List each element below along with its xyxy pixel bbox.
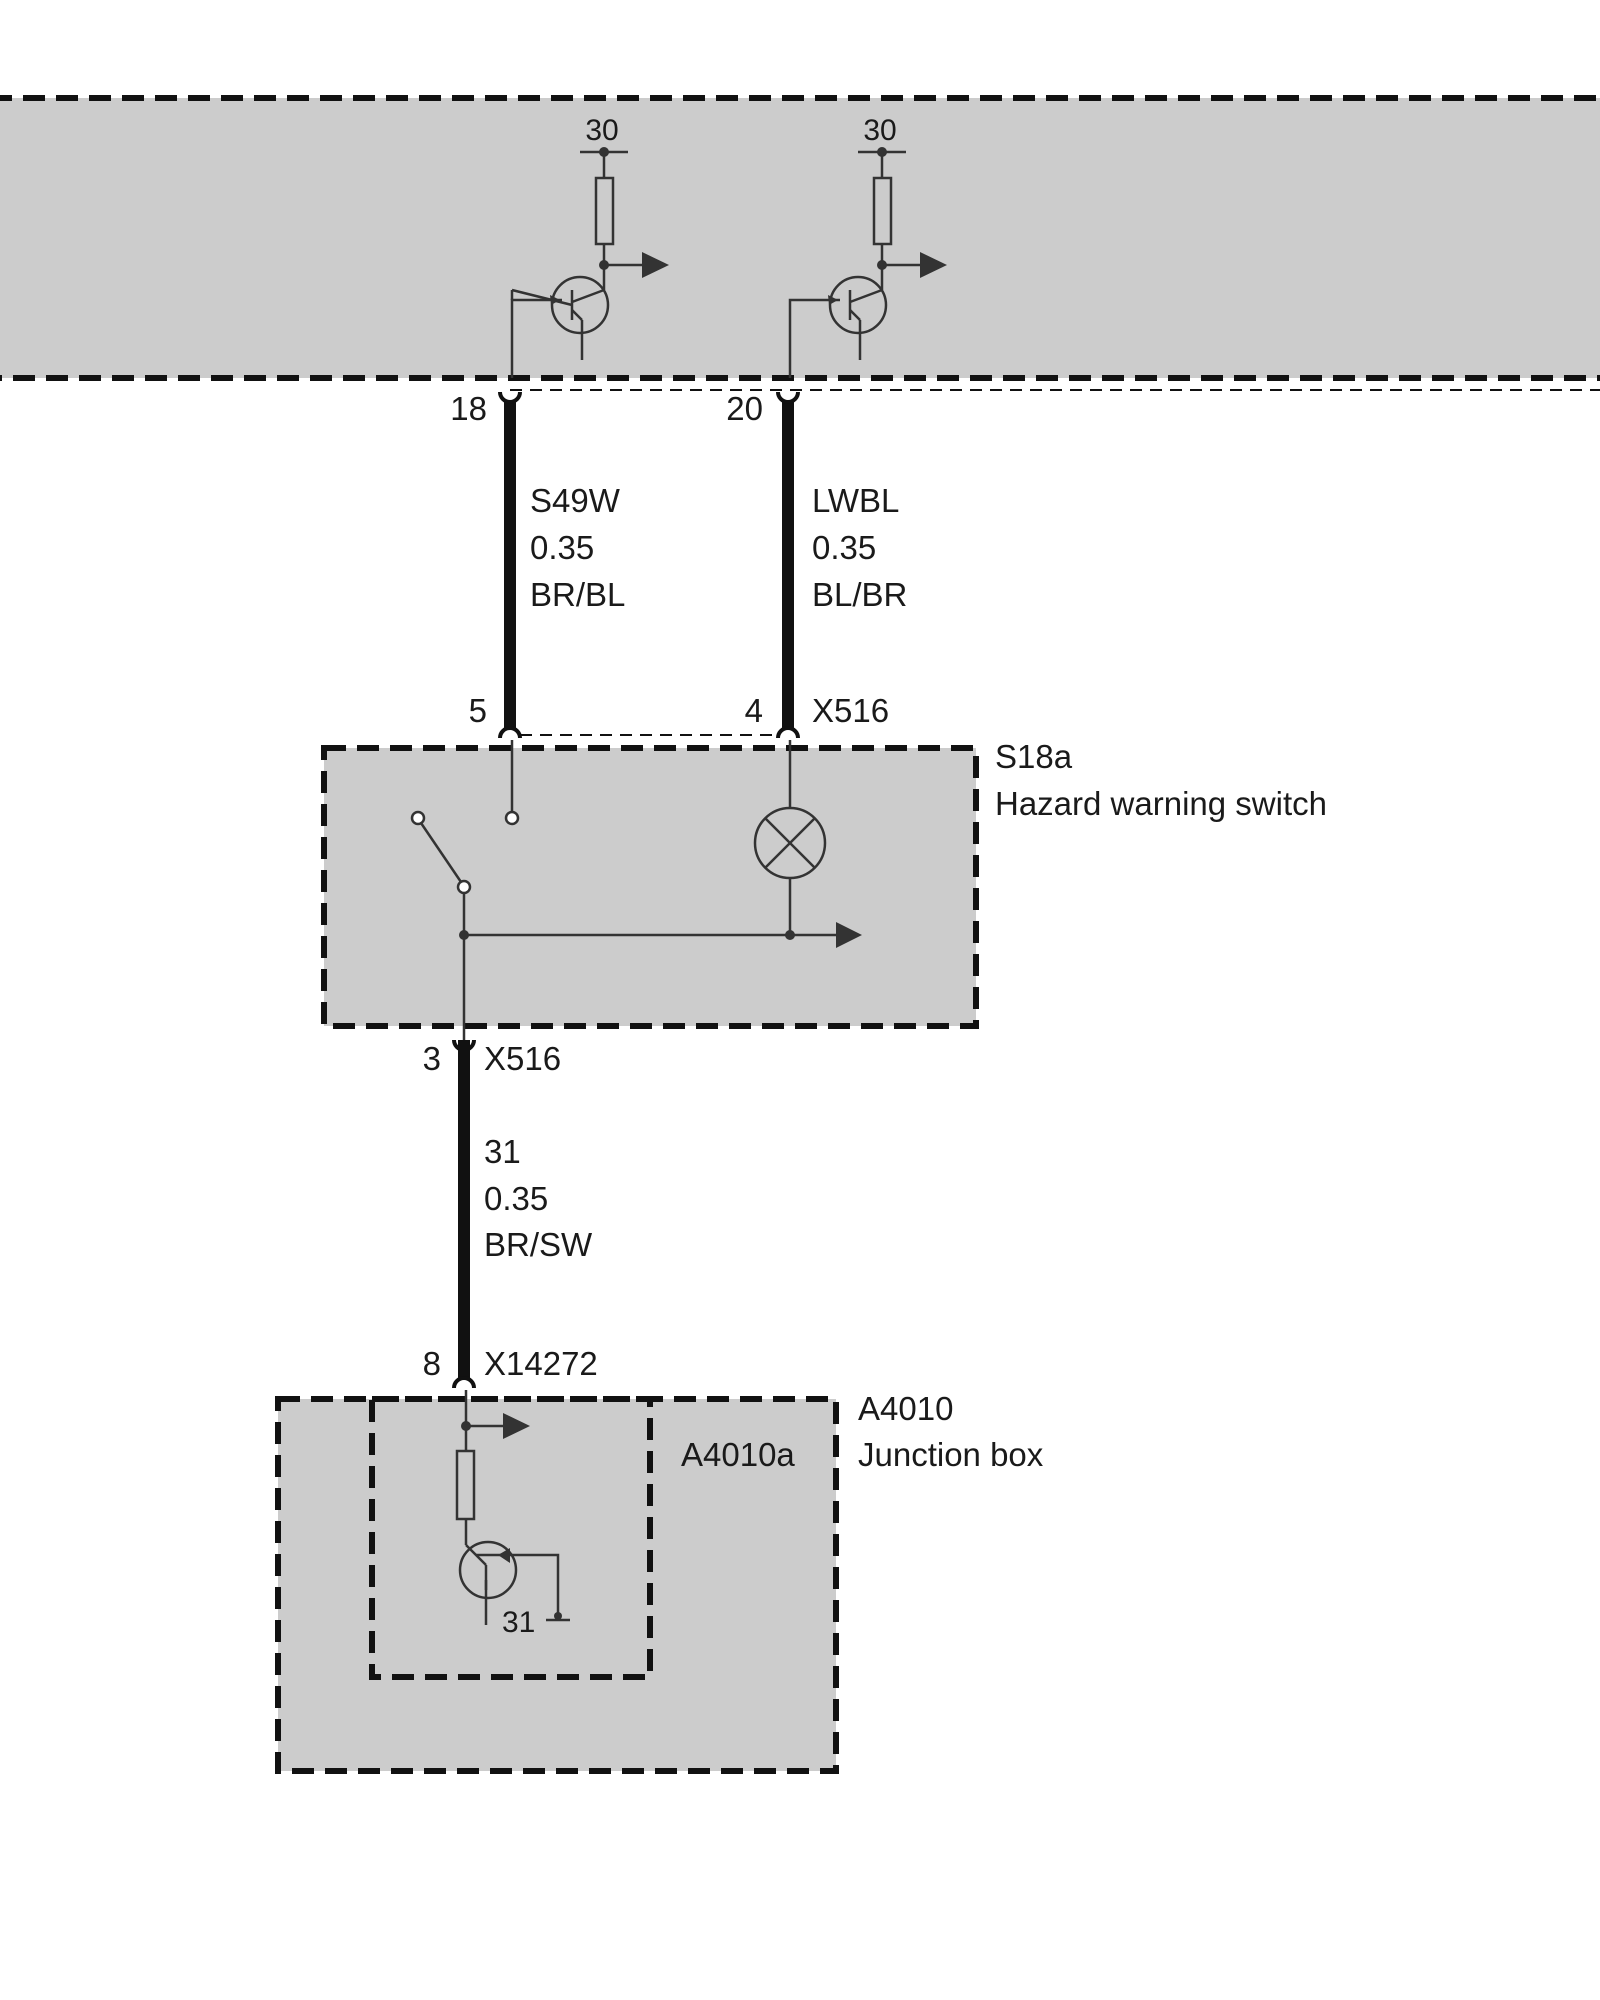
supply-label-right: 30 (863, 114, 896, 147)
transistor-right (828, 275, 888, 335)
wire-right-color: BL/BR (812, 576, 907, 613)
output-arrow-left (642, 252, 669, 278)
junction-output-arrow (503, 1413, 530, 1439)
connector-pin-8 (452, 1376, 476, 1389)
junction-box-inner (369, 1396, 653, 1680)
switch-contact-fixed (504, 810, 520, 826)
top-driver-right: 30 (788, 114, 947, 378)
switch-pin-4-label: 4 (745, 692, 763, 729)
junction-box: 8 X14272 A4010 Junction box A4010a 31 (275, 1345, 1044, 1774)
switch-connector-bottom: X516 (484, 1040, 561, 1077)
output-arrow-right (920, 252, 947, 278)
wire-bottom-gauge: 0.35 (484, 1180, 548, 1217)
wire-right-gauge: 0.35 (812, 529, 876, 566)
supply-label-left: 30 (585, 114, 618, 147)
junction-sub-id: A4010a (681, 1436, 795, 1473)
junction-transistor (458, 1540, 518, 1600)
connector-pin-18 (498, 391, 522, 404)
junction-pin-8-label: 8 (423, 1345, 441, 1382)
hazard-warning-switch: 5 4 X516 S18a Hazard warning switch 3 X5… (321, 692, 1327, 1077)
switch-pivot (456, 879, 472, 895)
junction-ground-label: 31 (502, 1606, 535, 1639)
wire-left-color: BR/BL (530, 576, 625, 613)
wire-right-signal: LWBL (812, 482, 899, 519)
junction-id: A4010 (858, 1390, 953, 1427)
top-driver-left: 30 (510, 114, 669, 378)
pin-18-label: 18 (450, 390, 487, 427)
junction-name: Junction box (858, 1436, 1044, 1473)
wire-left-gauge: 0.35 (530, 529, 594, 566)
wire-right: LWBL 0.35 BL/BR (776, 391, 907, 728)
switch-contact-lever-end (410, 810, 426, 826)
switch-pin-5-label: 5 (469, 692, 487, 729)
wire-left: S49W 0.35 BR/BL (498, 391, 625, 728)
wire-bottom-signal: 31 (484, 1133, 521, 1170)
top-module-box (0, 95, 1600, 381)
connector-pin-20 (776, 391, 800, 404)
pin-20-label: 20 (726, 390, 763, 427)
switch-pin-3-label: 3 (423, 1040, 441, 1077)
wire-left-signal: S49W (530, 482, 621, 519)
wire-bottom-color: BR/SW (484, 1226, 593, 1263)
switch-connector-top: X516 (812, 692, 889, 729)
top-control-module: 30 30 (0, 95, 1600, 427)
connector-pin-5 (498, 726, 522, 739)
connector-pin-4 (776, 726, 800, 739)
wire-bottom: 31 0.35 BR/SW (458, 1040, 593, 1385)
junction-connector: X14272 (484, 1345, 598, 1382)
switch-lever (419, 822, 463, 883)
switch-name: Hazard warning switch (995, 785, 1327, 822)
switch-box (321, 745, 979, 1029)
switch-id: S18a (995, 738, 1073, 775)
switch-output-arrow (836, 922, 862, 948)
transistor-left (550, 275, 610, 335)
